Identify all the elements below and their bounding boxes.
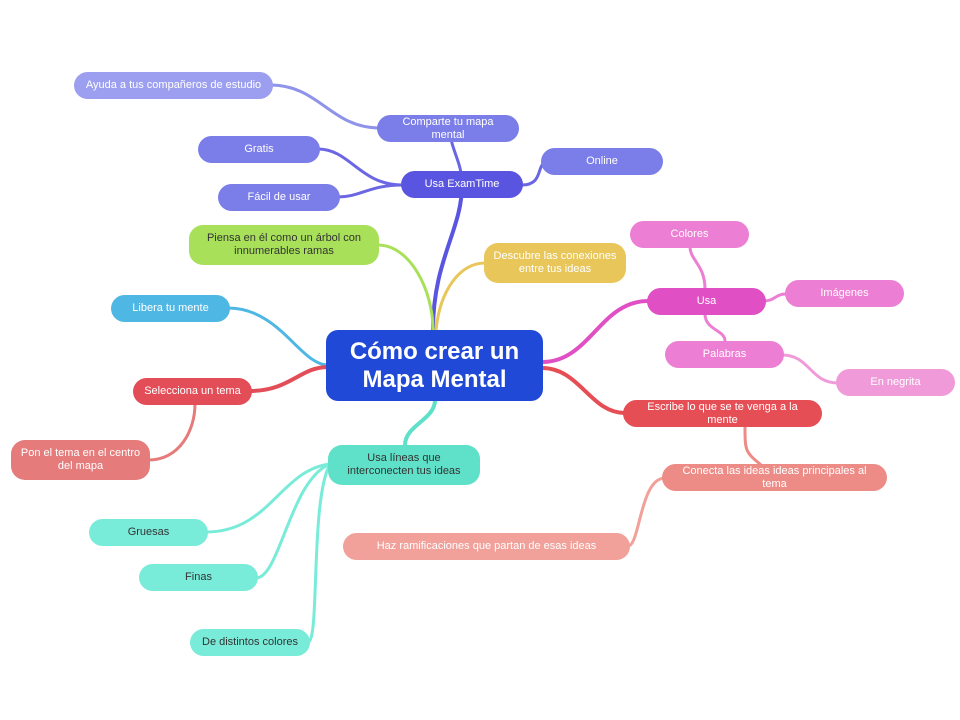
link-central-libera (226, 306, 330, 367)
node-descubre-label: Descubre las conexiones entre tus ideas (493, 250, 617, 275)
node-conecta-label: Conecta las ideas ideas principales al t… (682, 464, 867, 490)
node-pon-tema-label: Pon el tema en el centro del mapa (20, 447, 141, 472)
node-en-negrita-label: En negrita (870, 376, 921, 388)
link-usa-colores (688, 245, 707, 291)
node-palabras-label: Palabras (702, 348, 747, 360)
node-pon-tema[interactable]: Pon el tema en el centro del mapa (11, 440, 150, 480)
link-comparte-ayuda (268, 83, 382, 130)
node-selecciona-label: Selecciona un tema (144, 385, 241, 397)
link-selecciona-pon (146, 402, 197, 462)
node-usa-examtime[interactable]: Usa ExamTime (401, 171, 523, 198)
node-colores-label: Colores (670, 228, 709, 240)
node-finas-label: Finas (185, 571, 212, 583)
link-lineas-gruesas (204, 462, 332, 534)
central-topic-label: Cómo crear un Mapa Mental (349, 337, 520, 393)
node-gratis-label: Gratis (244, 143, 274, 155)
central-topic[interactable]: Cómo crear un Mapa Mental (326, 330, 543, 401)
node-facil-label: Fácil de usar (247, 191, 311, 203)
node-imagenes-label: Imágenes (820, 287, 869, 299)
node-palabras[interactable]: Palabras (665, 341, 784, 368)
node-gratis[interactable]: Gratis (198, 136, 320, 163)
link-examtime-gratis (316, 147, 404, 187)
node-libera-label: Libera tu mente (132, 302, 209, 314)
link-central-descubre (434, 261, 487, 332)
node-piensa[interactable]: Piensa en él como un árbol con innumerab… (189, 225, 379, 265)
node-piensa-label: Piensa en él como un árbol con innumerab… (206, 232, 362, 257)
node-usa[interactable]: Usa (647, 288, 766, 315)
node-escribe[interactable]: Escribe lo que se te venga a la mente (623, 400, 822, 427)
node-comparte[interactable]: Comparte tu mapa mental (377, 115, 519, 142)
node-en-negrita[interactable]: En negrita (836, 369, 955, 396)
node-usa-examtime-label: Usa ExamTime (424, 178, 500, 190)
node-escribe-label: Escribe lo que se te venga a la mente (647, 400, 798, 426)
node-libera[interactable]: Libera tu mente (111, 295, 230, 322)
node-usa-lineas-label: Usa líneas que interconecten tus ideas (347, 452, 461, 477)
node-haz-label: Haz ramificaciones que partan de esas id… (376, 540, 597, 552)
node-descubre[interactable]: Descubre las conexiones entre tus ideas (484, 243, 626, 283)
node-selecciona[interactable]: Selecciona un tema (133, 378, 252, 405)
link-central-usa-examtime (431, 183, 464, 332)
link-escribe-conecta (743, 424, 762, 466)
node-imagenes[interactable]: Imágenes (785, 280, 904, 307)
link-examtime-facil (336, 183, 404, 199)
node-distintos[interactable]: De distintos colores (190, 629, 310, 656)
node-finas[interactable]: Finas (139, 564, 258, 591)
node-facil[interactable]: Fácil de usar (218, 184, 340, 211)
link-lineas-distintos (306, 462, 332, 644)
link-central-escribe (540, 366, 627, 415)
node-online-label: Online (586, 155, 618, 167)
node-online[interactable]: Online (541, 148, 663, 175)
node-ayuda[interactable]: Ayuda a tus compañeros de estudio (74, 72, 273, 99)
link-central-usa (540, 299, 650, 364)
node-gruesas-label: Gruesas (127, 526, 170, 538)
node-usa-label: Usa (696, 295, 717, 307)
node-comparte-label: Comparte tu mapa mental (402, 115, 494, 141)
node-gruesas[interactable]: Gruesas (89, 519, 208, 546)
link-usa-palabras (703, 312, 727, 343)
link-usa-imagenes (762, 292, 788, 303)
link-central-piensa (376, 243, 435, 332)
node-conecta[interactable]: Conecta las ideas ideas principales al t… (662, 464, 887, 491)
node-colores[interactable]: Colores (630, 221, 749, 248)
node-ayuda-label: Ayuda a tus compañeros de estudio (85, 79, 262, 91)
node-usa-lineas[interactable]: Usa líneas que interconecten tus ideas (328, 445, 480, 485)
link-conecta-haz (626, 476, 667, 548)
link-central-selecciona (248, 365, 330, 393)
link-lineas-finas (254, 462, 332, 580)
node-haz[interactable]: Haz ramificaciones que partan de esas id… (343, 533, 630, 560)
link-palabras-negrita (780, 353, 840, 385)
link-central-lineas (403, 398, 437, 447)
node-distintos-label: De distintos colores (202, 636, 298, 648)
